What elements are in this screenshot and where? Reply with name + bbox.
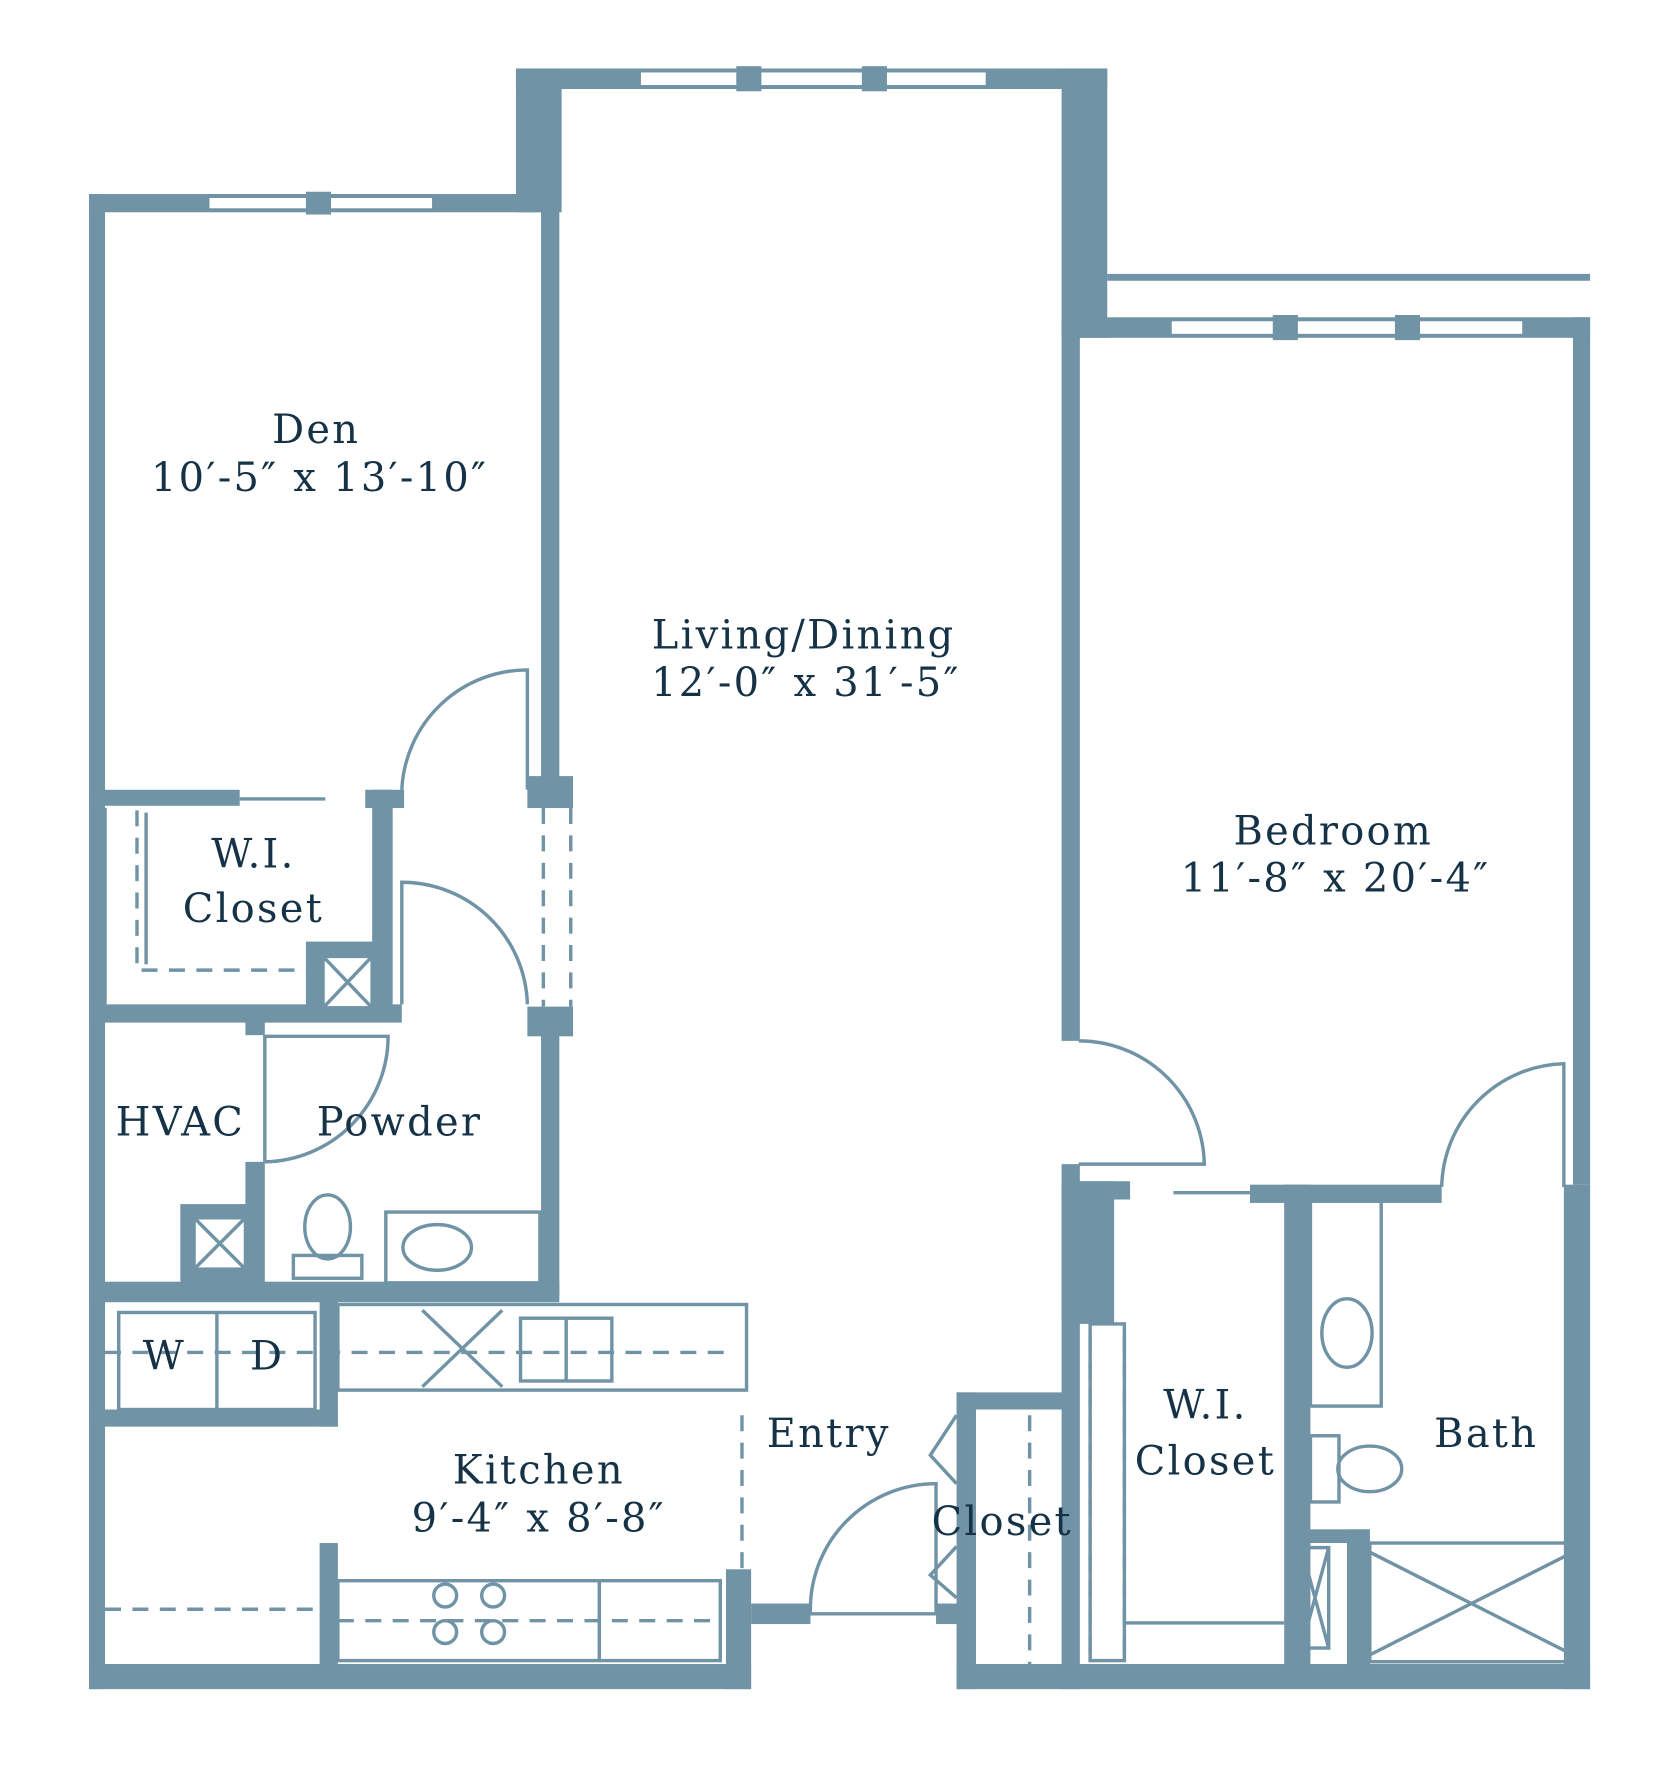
wi-closet-label: W.I.	[211, 831, 295, 877]
living-size: 12′-0″ x 31′-5″	[651, 660, 961, 706]
wi-closet-label-2: W.I.	[1163, 1383, 1247, 1429]
bath-label: Bath	[1434, 1411, 1538, 1457]
kitchen-name: Kitchen	[453, 1448, 625, 1494]
wi-closet-label-2: Closet	[1135, 1439, 1276, 1485]
windows	[206, 66, 1526, 341]
bedroom-name: Bedroom	[1233, 809, 1433, 855]
entry-label: Entry	[767, 1411, 891, 1457]
wi-closet-label: Closet	[183, 886, 324, 932]
powder-label: Powder	[317, 1100, 482, 1146]
dryer-label: D	[250, 1334, 284, 1380]
room-labels: Den 10′-5″ x 13′-10″ Living/Dining 12′-0…	[116, 407, 1538, 1545]
kitchen-size: 9′-4″ x 8′-8″	[412, 1496, 666, 1542]
den-name: Den	[272, 407, 360, 453]
closet-label: Closet	[932, 1499, 1073, 1545]
bedroom-size: 11′-8″ x 20′-4″	[1181, 855, 1491, 901]
washer-label: W	[143, 1334, 186, 1380]
hvac-label: HVAC	[116, 1100, 246, 1146]
doors-and-fixtures	[103, 668, 1575, 1665]
den-size: 10′-5″ x 13′-10″	[151, 455, 488, 501]
living-name: Living/Dining	[652, 612, 956, 658]
